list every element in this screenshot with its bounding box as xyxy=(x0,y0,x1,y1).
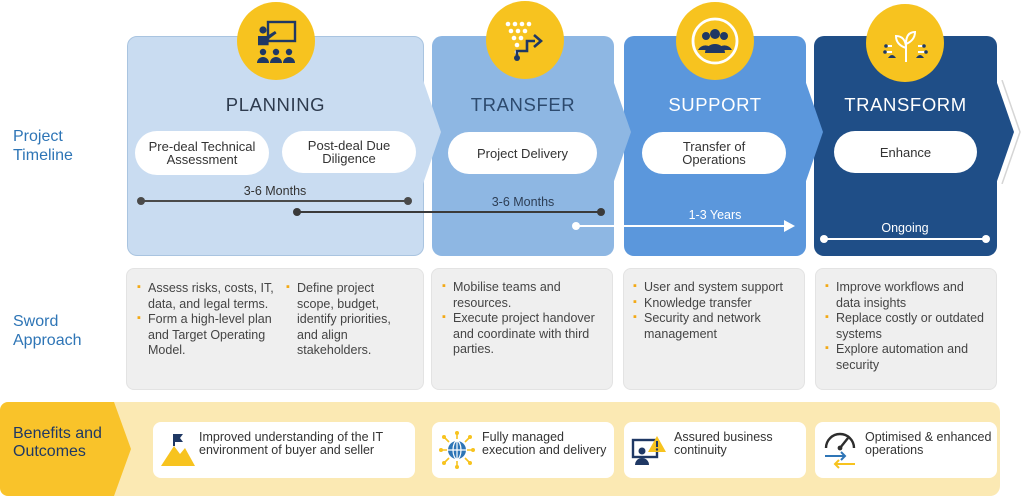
phase-title-planning: PLANNING xyxy=(225,94,326,115)
approach-list-transfer: Mobilise teams and resources. Execute pr… xyxy=(442,279,607,358)
benefits-label-block xyxy=(0,402,114,496)
approach-item: Define project scope, budget, identify p… xyxy=(286,280,411,359)
approach-item: Explore automation and security xyxy=(825,341,990,373)
timeline-dot xyxy=(572,222,580,230)
pill-post-deal-diligence: Post-deal Due Diligence xyxy=(282,131,416,173)
approach-item: User and system support xyxy=(633,279,798,296)
timeline-dot xyxy=(293,208,301,216)
benefit-card-understanding: Improved understanding of the IT environ… xyxy=(153,422,415,478)
timeline-line-transform xyxy=(824,238,986,240)
benefit-text: Assured business continuity xyxy=(674,430,773,457)
approach-item: Execute project handover and coordinate … xyxy=(442,310,607,358)
summit-flag-icon xyxy=(161,434,195,466)
arrowhead-icon xyxy=(784,220,795,232)
benefits-arrow xyxy=(114,402,131,496)
approach-item: Replace costly or outdated systems xyxy=(825,310,990,342)
timeline-dot xyxy=(137,197,145,205)
duration-label-planning: 3-6 Months xyxy=(243,184,307,198)
approach-item: Security and network management xyxy=(633,310,798,342)
benefit-text: Improved understanding of the IT environ… xyxy=(199,430,383,457)
duration-label-support: 1-3 Years xyxy=(688,208,742,222)
phase-title-support: SUPPORT xyxy=(668,94,762,115)
benefit-text: Fully managed execution and delivery xyxy=(482,430,607,457)
pill-label: Transfer of Operations xyxy=(682,139,746,167)
row-label-benefits-outcomes: Benefits and Outcomes xyxy=(13,425,105,460)
benefit-card-optimised: Optimised & enhanced operations xyxy=(815,422,997,478)
row-label-project-timeline: Project Timeline xyxy=(13,127,93,165)
approach-item: Mobilise teams and resources. xyxy=(442,279,607,311)
phase-title-transform: TRANSFORM xyxy=(844,94,967,115)
row-label-sword-approach: Sword Approach xyxy=(13,312,103,350)
approach-list-support: User and system support Knowledge transf… xyxy=(633,279,798,342)
chevron-arrow xyxy=(423,80,441,184)
chevron-arrow xyxy=(613,80,631,184)
benefit-card-execution: Fully managed execution and delivery xyxy=(432,422,614,478)
chevron-arrow xyxy=(996,80,1014,184)
team-support-icon xyxy=(676,2,754,80)
phase-title-transfer: TRANSFER xyxy=(470,94,576,115)
benefit-card-continuity: Assured business continuity xyxy=(624,422,806,478)
pill-project-delivery: Project Delivery xyxy=(448,132,597,174)
pill-pre-deal-assessment: Pre-deal Technical Assessment xyxy=(135,131,269,175)
duration-label-transform: Ongoing xyxy=(881,221,929,235)
timeline-dot xyxy=(404,197,412,205)
globe-network-icon xyxy=(439,431,475,469)
data-transfer-icon xyxy=(486,1,564,79)
row-label-text: Project Timeline xyxy=(13,128,73,164)
pill-label: Post-deal Due Diligence xyxy=(307,138,391,166)
timeline-line-support xyxy=(576,225,790,227)
chevron-outline-icon xyxy=(1001,80,1021,184)
growth-circuit-icon xyxy=(866,4,944,82)
approach-list-planning-2: Define project scope, budget, identify p… xyxy=(286,280,411,359)
approach-item: Knowledge transfer xyxy=(633,295,798,312)
approach-list-transform: Improve workflows and data insights Repl… xyxy=(825,279,990,374)
timeline-line-transfer xyxy=(297,211,602,213)
presentation-icon xyxy=(237,2,315,80)
benefit-text: Optimised & enhanced operations xyxy=(865,430,992,457)
timeline-dot xyxy=(982,235,990,243)
approach-item: Improve workflows and data insights xyxy=(825,279,990,311)
row-label-text: Sword Approach xyxy=(13,313,82,349)
monitor-warning-icon xyxy=(631,436,666,465)
pill-label: Project Delivery xyxy=(476,145,569,161)
pill-transfer-of-operations: Transfer of Operations xyxy=(642,132,786,174)
chevron-arrow xyxy=(805,80,823,184)
timeline-dot xyxy=(820,235,828,243)
timeline-line-planning xyxy=(141,200,408,202)
row-label-text: Benefits and Outcomes xyxy=(13,425,102,460)
pill-label: Pre-deal Technical Assessment xyxy=(148,139,256,167)
gauge-arrows-icon xyxy=(824,432,856,469)
pill-enhance: Enhance xyxy=(834,131,977,173)
pill-label: Enhance xyxy=(879,144,932,160)
duration-label-transfer: 3-6 Months xyxy=(491,195,555,209)
approach-item: Assess risks, costs, IT, data, and legal… xyxy=(137,280,277,312)
timeline-dot xyxy=(597,208,605,216)
approach-list-planning-1: Assess risks, costs, IT, data, and legal… xyxy=(137,280,277,359)
approach-item: Form a high-level plan and Target Operat… xyxy=(137,311,277,359)
